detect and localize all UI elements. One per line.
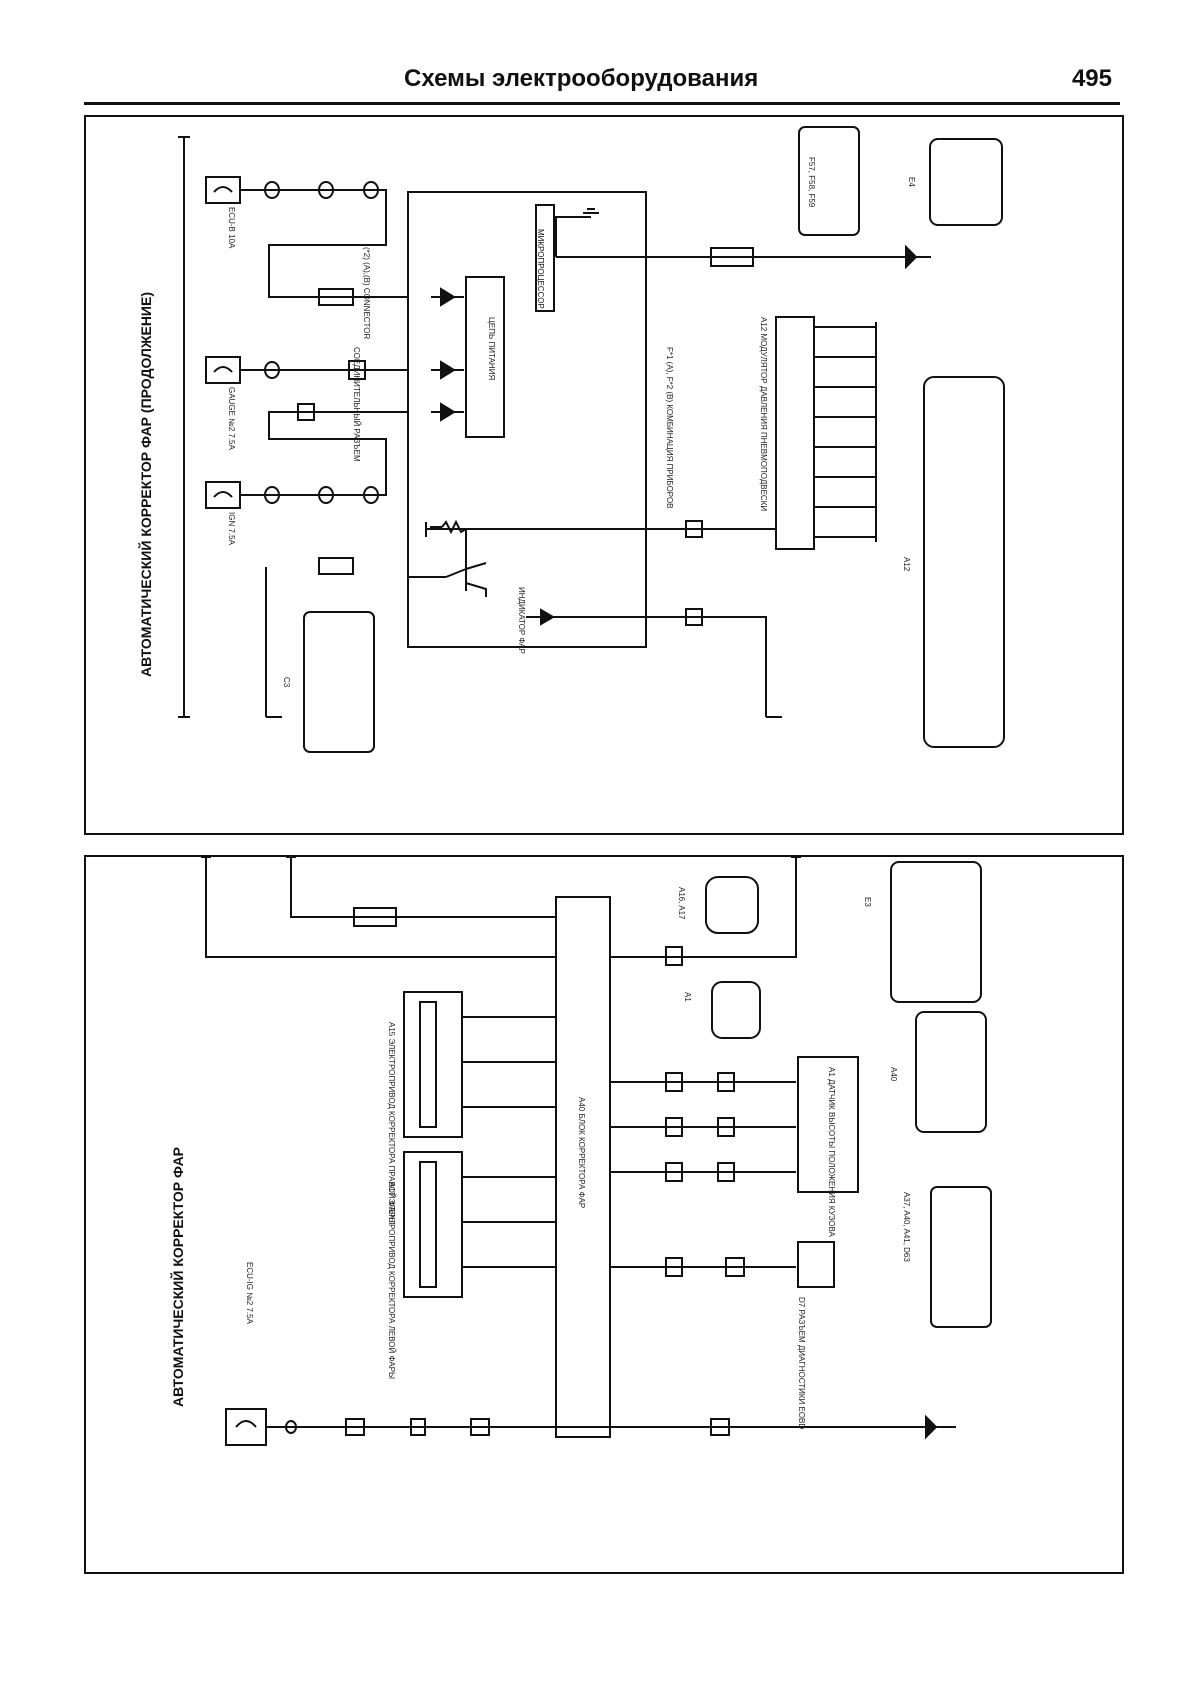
connector-view-e3: E3 [863,897,872,907]
combination-meter-label: F*1 (A), F*2 (B) КОМБИНАЦИЯ ПРИБОРОВ [665,347,674,509]
fuse-gauge-2: GAUGE №2 7.5A [227,387,236,450]
air-suspension-label: A12 МОДУЛЯТОР ДАВЛЕНИЯ ПНЕВМОПОДВЕСКИ [759,317,768,512]
page-header: Схемы электрооборудования 495 [84,62,1120,105]
fuse-ecu-b: ECU-B 10A [227,207,236,249]
diagnostic-label: D7 РАЗЪЕМ ДИАГНОСТИКИ EOBD [797,1297,806,1430]
fuse-ign: IGN 7.5A [227,512,236,545]
left-motor-label: A17 ЭЛЕКТРОПРИВОД КОРРЕКТОРА ЛЕВОЙ ФАРЫ [387,1182,396,1380]
header-title: Схемы электрооборудования [404,65,759,92]
bottom-schematic [201,857,992,1446]
connector-view-a37: A37, A40, A41, D63 [902,1192,911,1262]
connector-view-e4: E4 [907,177,916,187]
fuse-ecu-ig-2: ECU-IG №2 7.5A [245,1262,254,1324]
connector-view-c3: C3 [282,677,291,688]
microprocessor-text: МИКРОПРОЦЕССОР [536,229,545,309]
top-wiring-diagram: АВТОМАТИЧЕСКИЙ КОРРЕКТОР ФАР (ПРОДОЛЖЕНИ… [84,115,1124,835]
bottom-wiring-diagram: АВТОМАТИЧЕСКИЙ КОРРЕКТОР ФАР [84,855,1124,1574]
height-sensor-label: A1 ДАТЧИК ВЫСОТЫ ПОЛОЖЕНИЯ КУЗОВА [827,1067,836,1237]
ecu-label: A40 БЛОК КОРРЕКТОРА ФАР [577,1097,586,1209]
connector-view-a1: A1 [683,992,692,1002]
connector-view-a12: A12 [902,557,911,572]
indicator-label: ИНДИКАТОР ФАР [517,587,526,654]
page-number: 495 [1071,65,1112,92]
power-circuit-label: ЦЕПЬ ПИТАНИЯ [487,317,496,381]
connector-label-1: (*2) (A),(B) CONNECTOR [362,247,371,340]
top-schematic: МИКРОПРОЦЕССОР [178,126,1005,753]
connector-view-a16: A16, A17 [677,887,686,920]
connector-label-2: СОЕДИНИТЕЛЬНЫЙ РАЗЪЕМ [352,347,361,462]
connector-view-f57: F57, F58, F59 [807,157,816,208]
connector-view-a40: A40 [889,1067,898,1082]
